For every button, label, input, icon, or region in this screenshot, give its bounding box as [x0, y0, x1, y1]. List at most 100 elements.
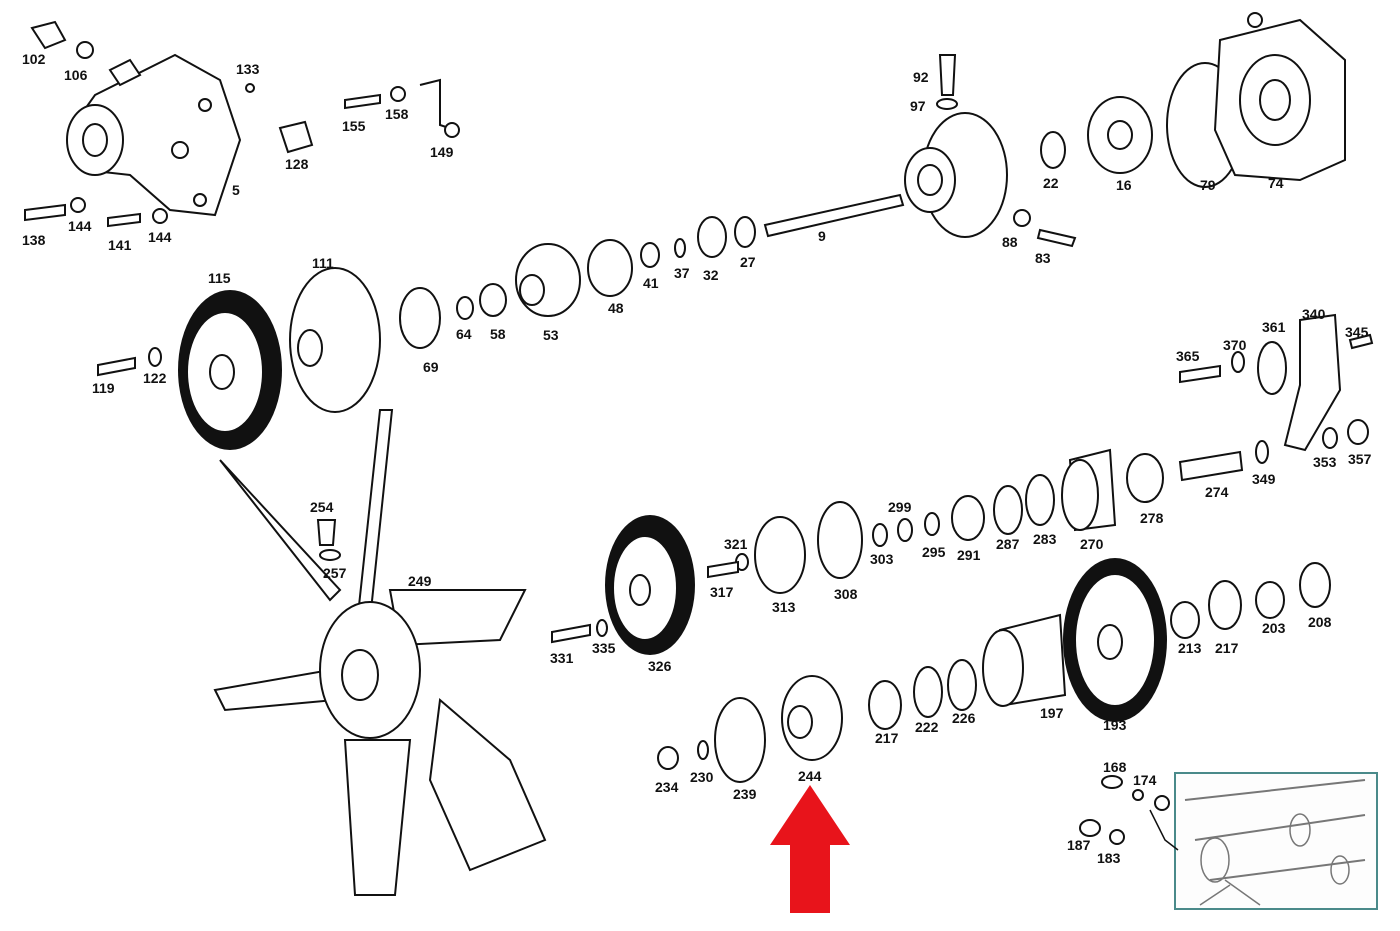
washer-158 [390, 86, 406, 102]
bearing-22 [1040, 131, 1066, 169]
part-label-155: 155 [342, 118, 366, 134]
hub-244 [781, 675, 843, 761]
part-label-270: 270 [1080, 536, 1104, 552]
housing-flange [904, 112, 1008, 238]
pulley-193 [1063, 558, 1167, 722]
hub-53 [515, 243, 581, 317]
gasket-239 [714, 697, 766, 783]
part-label-74: 74 [1268, 175, 1284, 191]
bolt-365 [1179, 364, 1221, 384]
part-label-97: 97 [910, 98, 926, 114]
part-label-41: 41 [643, 275, 659, 291]
bolt-141 [107, 212, 141, 228]
part-label-128: 128 [285, 156, 309, 172]
part-label-138: 138 [22, 232, 46, 248]
hub-69 [399, 287, 441, 349]
part-label-149: 149 [430, 144, 454, 160]
part-label-144: 144 [148, 229, 172, 245]
part-label-197: 197 [1040, 705, 1064, 721]
part-label-340: 340 [1302, 306, 1326, 322]
ring-226 [947, 659, 977, 711]
inset-thumbnail [1149, 772, 1378, 910]
part-label-331: 331 [550, 650, 574, 666]
part-label-119: 119 [92, 380, 115, 396]
bolt-83 [1036, 228, 1077, 248]
bolt-138 [24, 203, 66, 222]
part-label-106: 106 [64, 67, 88, 83]
part-label-239: 239 [733, 786, 757, 802]
part-label-208: 208 [1308, 614, 1332, 630]
shaft-9 [763, 193, 905, 238]
part-label-226: 226 [952, 710, 976, 726]
part-label-317: 317 [710, 584, 734, 600]
hub-197 [982, 613, 1067, 707]
water-pump-housing [66, 53, 242, 217]
part-label-303: 303 [870, 551, 894, 567]
part-label-335: 335 [592, 640, 616, 656]
part-label-141: 141 [108, 237, 132, 253]
part-label-122: 122 [143, 370, 167, 386]
part-label-287: 287 [996, 536, 1020, 552]
ring-295 [924, 512, 940, 536]
ring-183 [1109, 829, 1125, 845]
pulley-115 [178, 290, 282, 450]
part-label-222: 222 [915, 719, 939, 735]
washer-122 [148, 347, 162, 367]
part-label-102: 102 [22, 51, 46, 67]
part-label-88: 88 [1002, 234, 1018, 250]
arm-340 [1283, 313, 1342, 452]
fan-249 [213, 409, 547, 896]
part-label-133: 133 [236, 61, 260, 77]
bearing-48 [587, 239, 633, 297]
part-label-299: 299 [888, 499, 912, 515]
part-label-321: 321 [724, 536, 748, 552]
part-label-22: 22 [1043, 175, 1059, 191]
part-label-345: 345 [1345, 324, 1369, 340]
part-label-217: 217 [1215, 640, 1239, 656]
seal-208 [1299, 562, 1331, 608]
gasket-128 [278, 120, 314, 154]
part-label-92: 92 [913, 69, 929, 85]
ring-222 [913, 666, 943, 718]
part-label-249: 249 [408, 573, 432, 589]
washer-257 [319, 549, 341, 561]
ring-283 [1025, 474, 1055, 526]
part-label-48: 48 [608, 300, 624, 316]
bushing-203 [1255, 581, 1285, 619]
pipe-149-end [444, 122, 460, 138]
gasket-308 [817, 501, 863, 579]
part-label-16: 16 [1116, 177, 1132, 193]
part-label-326: 326 [648, 658, 672, 674]
nut-133 [245, 83, 255, 93]
part-label-213: 213 [1178, 640, 1202, 656]
bushing-213 [1170, 601, 1200, 639]
bearing-217b [868, 680, 902, 730]
washer-88 [1013, 209, 1031, 227]
nut-357 [1347, 419, 1369, 445]
part-label-64: 64 [456, 326, 472, 342]
part-label-274: 274 [1205, 484, 1229, 500]
part-label-291: 291 [957, 547, 981, 563]
bolt-92 [938, 54, 957, 96]
part-label-5: 5 [232, 182, 240, 198]
ring-287 [993, 485, 1023, 535]
ring-27 [734, 216, 756, 248]
part-label-244: 244 [798, 768, 822, 784]
part-label-357: 357 [1348, 451, 1372, 467]
washer-370 [1231, 351, 1245, 373]
red-arrow-icon [770, 785, 850, 913]
housing-270 [1061, 448, 1117, 532]
part-label-308: 308 [834, 586, 858, 602]
part-label-187: 187 [1067, 837, 1091, 853]
ring-299 [897, 518, 913, 542]
part-label-83: 83 [1035, 250, 1051, 266]
ring-174 [1132, 789, 1144, 801]
washer-97 [936, 98, 958, 110]
part-label-144: 144 [68, 218, 92, 234]
bearing-217a [1208, 580, 1242, 630]
spacer-41 [640, 242, 660, 268]
coupling-16 [1087, 96, 1153, 174]
part-label-361: 361 [1262, 319, 1286, 335]
part-label-283: 283 [1033, 531, 1057, 547]
